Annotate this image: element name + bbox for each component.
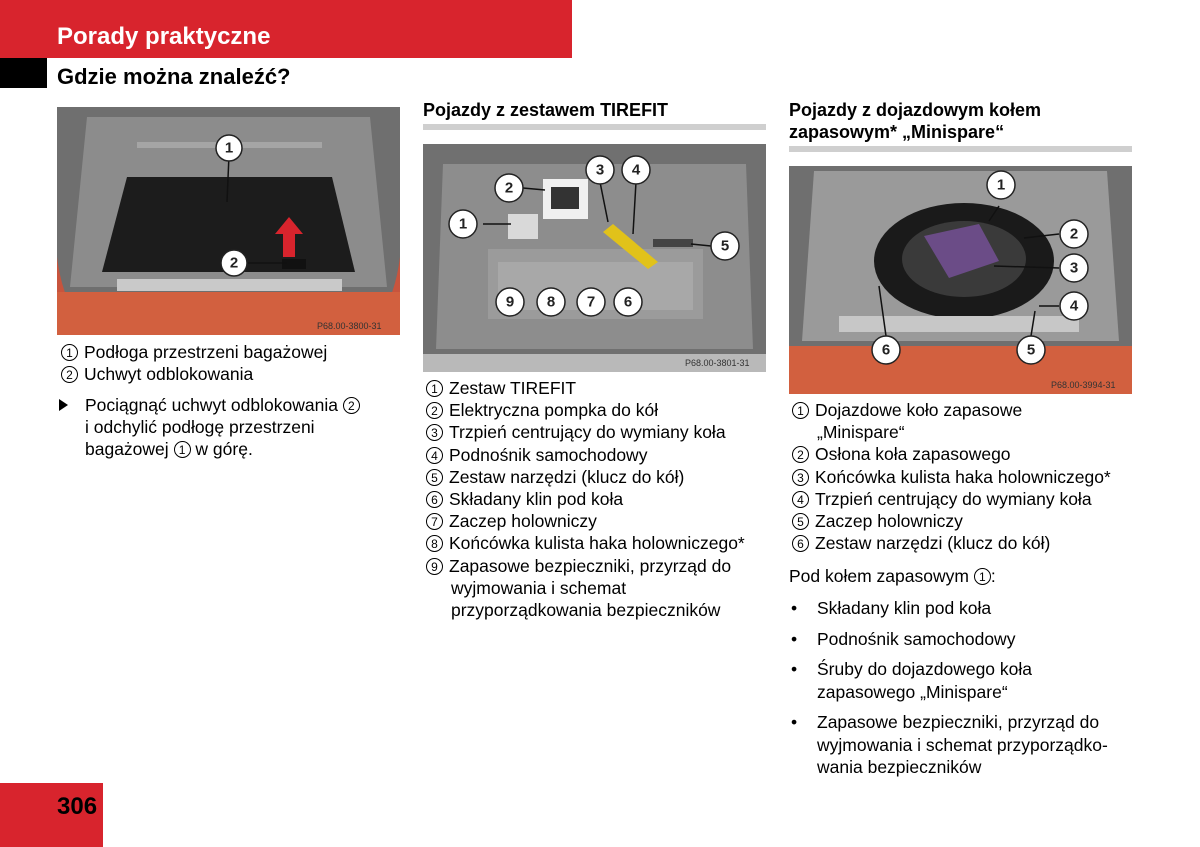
callout-8-label: 8 (547, 294, 555, 311)
trunk-floor-photo: 1 2 P68.00-3800-31 (57, 107, 400, 335)
tirefit-heading: Pojazdy z zestawem TIREFIT (423, 100, 669, 120)
callout-6-label: 6 (882, 342, 890, 359)
legend-item-continuation: „Minispare“ (817, 422, 905, 443)
page-title: Gdzie można znaleźć? (57, 64, 291, 89)
callout-5-label: 5 (721, 238, 729, 255)
page-number: 306 (57, 793, 98, 820)
callout-1-label: 1 (459, 216, 467, 233)
section-title: Porady praktyczne (57, 23, 271, 50)
callout-1-label: 1 (997, 177, 1005, 194)
list-item: •Składany klin pod koła (791, 598, 992, 618)
callout-2 (220, 249, 248, 277)
under-wheel-list: •Składany klin pod koła •Podnośnik samoc… (789, 597, 1134, 787)
page-number-bar (0, 783, 103, 847)
image-code: P68.00-3994-31 (1051, 380, 1116, 390)
tirefit-trunk-photo: 1 2 3 4 5 6 7 8 9 P68.00-3801-31 (423, 144, 766, 372)
image-code: P68.00-3800-31 (317, 321, 382, 331)
callout-2-label: 2 (230, 255, 238, 272)
callout-9-label: 9 (506, 294, 514, 311)
callout-4-label: 4 (632, 162, 641, 179)
instruction-step: Pociągnąć uchwyt odblokowania 2 i odchyl… (57, 394, 415, 461)
callout-1-label: 1 (225, 140, 233, 157)
legend-item-continuation: przyporządkowania bezpieczników (451, 600, 721, 621)
minispare-trunk-photo: 1 2 3 4 5 6 P68.00-3994-31 (789, 166, 1132, 394)
callout-7-label: 7 (587, 294, 595, 311)
under-wheel-label: Pod kołem zapasowym 1: (789, 566, 996, 586)
legend-item-continuation: wyjmowania i schemat (451, 577, 627, 598)
callout-3-label: 3 (1070, 260, 1078, 277)
callout-3-label: 3 (596, 162, 604, 179)
minispare-heading: Pojazdy z dojazdowym kołem zapasowym* „M… (789, 100, 1042, 142)
callout-1 (215, 134, 243, 162)
header-bar (0, 0, 572, 58)
callout-2-label: 2 (505, 180, 513, 197)
callout-6-label: 6 (624, 294, 632, 311)
image-code: P68.00-3801-31 (685, 358, 750, 368)
heading-rule (789, 146, 1132, 152)
callout-2-label: 2 (1070, 226, 1078, 243)
list-item: •Podnośnik samochodowy (791, 628, 1016, 649)
callout-5-label: 5 (1027, 342, 1035, 359)
step-arrow-icon (59, 399, 68, 411)
callout-4-label: 4 (1070, 298, 1079, 315)
chapter-tab (0, 58, 47, 88)
heading-rule (423, 124, 766, 130)
